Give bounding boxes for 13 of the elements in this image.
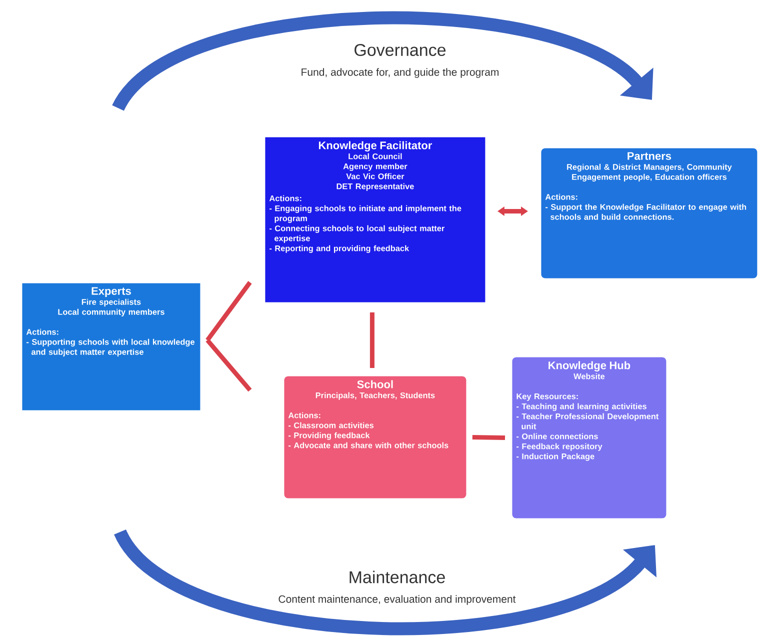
connector	[206, 338, 252, 392]
info-box: Knowledge Facilitator Local Council Agency member Vac Vic Officer DET Representative Actions: - Engaging schools to initiate and implement the program - Connecting schools to local subject matter expertise - Reporting and providing feedback	[265, 137, 486, 302]
subheading: Content maintenance, evaluation and improvement	[278, 595, 516, 605]
connector	[472, 434, 506, 440]
connector	[206, 281, 252, 342]
subheading: Fund, advocate for, and guide the program	[302, 68, 498, 78]
info-box: Experts Fire specialists Local community members Actions: - Supporting schools with local knowledge and subject matter expertise	[22, 283, 200, 410]
heading: Governance	[354, 44, 446, 56]
info-box: Knowledge Hub Website Key Resources: - Teaching and learning activities - Teacher Professional Development unit - Online connections - Feedback repository - Induction Package	[512, 357, 666, 518]
connector	[370, 312, 374, 368]
info-box: School Principals, Teachers, Students Actions: - Classroom activities - Providing feedback - Advocate and share with other schools	[284, 376, 466, 498]
heading: Maintenance	[350, 570, 445, 584]
info-box: Partners Regional & District Managers, Community Engagement people, Education officers Actions: - Support the Knowledge Facilitator to engage with schools and build connections.	[541, 148, 758, 278]
